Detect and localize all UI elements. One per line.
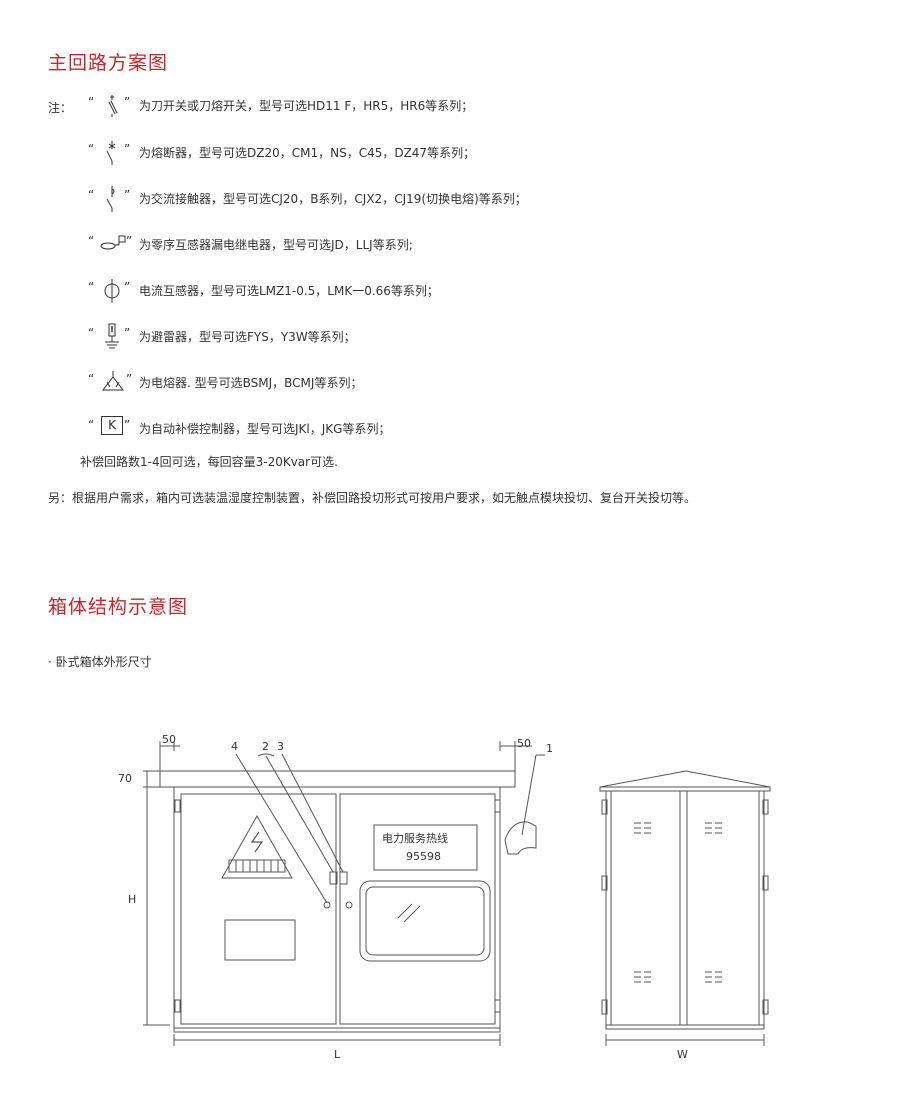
callout-4: 4 [231,740,238,753]
quote-open: “ [88,142,95,156]
quote-close: ” [126,234,133,248]
contactor-icon [106,186,115,212]
subtitle-horizontal-box: · 卧式箱体外形尺寸 [48,655,152,669]
quote-open: “ [88,95,95,109]
item-7-text: 为电熔器. 型号可选BSMJ，BCMJ等系列； [139,376,363,390]
cabinet-drawing [143,741,771,1046]
hotline-number: 95598 [406,850,441,863]
zero-sequence-icon [100,235,126,250]
item-1-text: 为刀开关或刀熔开关，型号可选HD11 F，HR5，HR6等系列； [139,99,474,113]
item-8-text: 为自动补偿控制器，型号可选JKl，JKG等系列； [139,422,391,436]
knife-switch-icon [108,95,118,117]
dim-h: H [128,893,137,906]
callout-1: 1 [546,742,553,755]
quote-close: ” [126,372,133,386]
dim-w: W [677,1048,688,1061]
section-title-circuit: 主回路方案图 [48,52,169,74]
callout-2: 2 [262,740,269,753]
quote-open: “ [88,326,95,340]
item-2-text: 为熔断器，型号可选DZ20，CM1，NS，C45，DZ47等系列； [139,146,476,160]
quote-open: “ [88,234,95,248]
note-prefix: 注： [48,101,73,115]
item-4-text: 为零序互感器漏电继电器，型号可选JD，LLJ等系列; [139,238,413,252]
quote-close: ” [124,418,131,432]
callout-3: 3 [277,740,284,753]
quote-close: ” [124,95,131,109]
quote-open: “ [88,418,95,432]
quote-close: ” [124,142,131,156]
quote-open: “ [88,280,95,294]
quote-close: ” [124,188,131,202]
dim-50-right: 50 [517,737,531,750]
hotline-title: 电力服务热线 [382,832,448,845]
item-5-text: 电流互感器，型号可选LMZ1-0.5，LMK一0.66等系列； [139,284,439,298]
breaker-icon [106,141,116,165]
item-3-text: 为交流接触器，型号可选CJ20，B系列，CJX2，CJ19(切换电熔)等系列； [139,192,527,206]
section-title-structure: 箱体结构示意图 [48,596,189,618]
dim-70: 70 [118,772,132,785]
quote-close: ” [124,280,131,294]
footnote: 补偿回路数1-4回可选，每回容量3-20Kvar可选. [80,455,338,469]
quote-open: “ [88,372,95,386]
quote-open: “ [88,188,95,202]
controller-icon: K [101,416,123,435]
arrester-icon [105,323,119,349]
dim-50-left: 50 [162,733,176,746]
quote-close: ” [124,326,131,340]
extra-note: 另：根据用户需求，箱内可选装温湿度控制装置，补偿回路投切形式可按用户要求，如无触… [48,491,697,505]
capacitor-icon [101,371,125,391]
current-transformer-icon [104,279,120,303]
dim-l: L [334,1048,341,1061]
item-6-text: 为避雷器，型号可选FYS，Y3W等系列； [139,330,356,344]
